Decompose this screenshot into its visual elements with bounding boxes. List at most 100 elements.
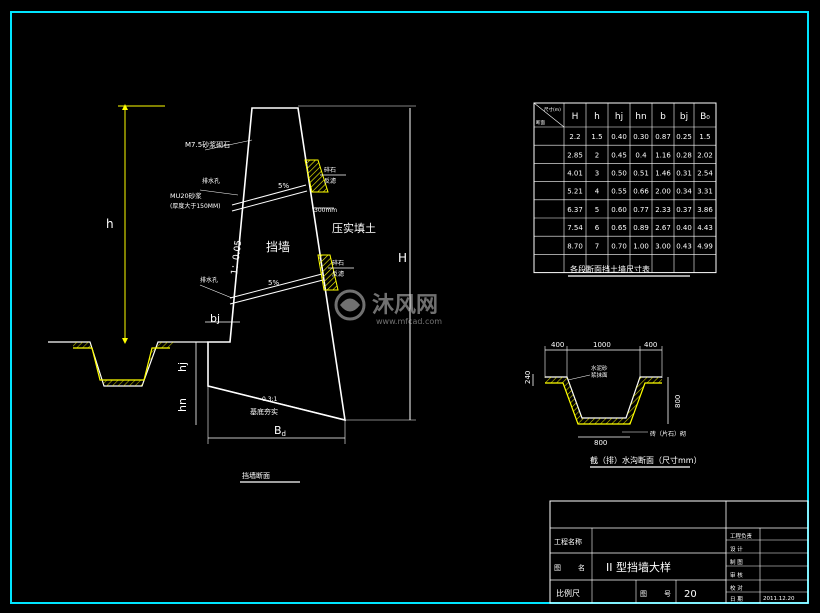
table-cell: 0.70	[611, 242, 627, 250]
mu20-label: MU20砂浆	[170, 191, 202, 200]
table-cell: 0.65	[611, 224, 627, 232]
dim-B-label: Bd	[274, 424, 286, 438]
ditch-dim-right: 400	[644, 341, 657, 349]
watermark-brand: 沐风网	[372, 293, 438, 318]
table-cell: 0.87	[655, 133, 671, 141]
slope-bottom-label: 5%	[268, 279, 279, 287]
tb-role-label: 工程负责	[730, 532, 753, 540]
table-cell: 0.60	[611, 206, 627, 214]
dim-hn-label: hn	[176, 398, 189, 412]
tb-project-label: 工程名称	[554, 537, 582, 546]
tb-role-label: 校 对	[730, 584, 743, 592]
table-header-6: B₀	[700, 112, 710, 122]
table-cell: 7.54	[567, 224, 583, 232]
ditch-dim-height-left: 240	[524, 371, 532, 384]
table-corner-bottom: 断面	[536, 119, 545, 126]
tb-role-label: 日 期	[730, 596, 743, 603]
watermark-logo-icon	[334, 289, 366, 321]
tb-drawing-label-a: 图	[554, 564, 561, 572]
filter2-label-a: 碎石	[332, 259, 344, 267]
mortar-label: M7.5砂浆砌石	[185, 140, 230, 149]
tb-number-label-a: 图	[640, 590, 647, 598]
drawing-frame	[10, 11, 809, 604]
table-cell: 0.34	[676, 188, 692, 196]
wall-name-label: 挡墙	[266, 240, 290, 254]
table-cell: 0.50	[611, 170, 627, 178]
ditch-dim-bottom: 800	[594, 439, 607, 447]
table-cell: 2.67	[655, 224, 671, 232]
table-header-5: bj	[680, 112, 688, 122]
table-cell: 3	[595, 170, 599, 178]
table-cell: 1.5	[591, 133, 602, 141]
drain-pipe-label-bottom: 排水孔	[200, 276, 218, 284]
table-cell: 0.25	[676, 133, 692, 141]
table-cell: 2.54	[697, 170, 713, 178]
table-cell: 1.16	[655, 151, 671, 159]
table-header-4: b	[660, 112, 666, 122]
slope-top-label: 5%	[278, 182, 289, 190]
dim-H-label: H	[398, 251, 407, 265]
table-header-0: H	[572, 112, 579, 122]
table-cell: 1.46	[655, 170, 671, 178]
ditch-dim-height-right: 800	[674, 395, 682, 408]
table-cell: 2.85	[567, 151, 583, 159]
table-cell: 3.86	[697, 206, 713, 214]
table-cell: 0.51	[633, 170, 649, 178]
filter1-label-b: 反滤	[324, 177, 336, 185]
table-cell: 0.89	[633, 224, 649, 232]
table-cell: 0.40	[611, 133, 627, 141]
tb-drawing-label-b: 名	[578, 563, 585, 572]
table-cell: 3.00	[655, 242, 671, 250]
table-cell: 3.31	[697, 188, 713, 196]
table-cell: 0.43	[676, 242, 692, 250]
table-corner-top: 尺寸(m)	[544, 106, 561, 113]
table-cell: 5.21	[567, 188, 583, 196]
tb-role-label: 制 图	[730, 558, 743, 566]
table-cell: 2	[595, 151, 599, 159]
tb-number-label-b: 号	[664, 590, 671, 598]
watermark-url: www.mfcad.com	[376, 317, 442, 326]
table-cell: 0.28	[676, 151, 692, 159]
table-cell: 6.37	[567, 206, 583, 214]
tb-role-label: 设 计	[730, 545, 743, 553]
ditch-note-2: 浆抹面	[591, 371, 608, 379]
ditch-dim-mid: 1000	[593, 341, 611, 349]
table-cell: 7	[595, 242, 599, 250]
tb-role-label: 审 核	[730, 571, 743, 579]
ditch-title: 截（排）水沟断面（尺寸mm）	[590, 455, 702, 465]
table-header-3: hn	[635, 112, 646, 122]
retaining-wall-section	[48, 104, 416, 483]
ditch-note-1: 水泥砂	[591, 364, 608, 372]
table-cell: 0.37	[676, 206, 692, 214]
table-cell: 5	[595, 206, 599, 214]
dim-h-label: h	[106, 217, 114, 231]
table-header-1: h	[594, 112, 600, 122]
filter2-label-b: 反滤	[332, 270, 344, 278]
mu20-note: (厚度大于150MM)	[170, 202, 221, 210]
table-cell: 0.4	[635, 151, 647, 159]
table-cell: 1.00	[633, 242, 649, 250]
table-title: 各段断面挡土墙尺寸表	[570, 264, 650, 274]
ditch-section	[532, 346, 690, 468]
table-cell: 1.5	[699, 133, 710, 141]
table-cell: 0.77	[633, 206, 649, 214]
base-slope-label: 0.3:1	[262, 396, 278, 403]
table-cell: 0.31	[676, 170, 692, 178]
table-cell: 0.45	[611, 151, 627, 159]
table-cell: 4.01	[567, 170, 583, 178]
ditch-material-label: 砖（片石）砌	[650, 430, 686, 438]
tb-date: 2011.12.20	[763, 596, 795, 602]
tb-number-value: 20	[684, 589, 697, 600]
dim-bj-label: bj	[210, 312, 220, 325]
foundation-label: 基底夯实	[250, 407, 278, 416]
table-cell: 4	[595, 188, 600, 196]
table-cell: 2.02	[697, 151, 713, 159]
filter-thickness-label: 300mm	[314, 207, 337, 214]
table-cell: 0.55	[611, 188, 627, 196]
table-cell: 4.99	[697, 242, 713, 250]
table-cell: 0.66	[633, 188, 649, 196]
tb-drawing-name: II 型挡墙大样	[606, 560, 671, 574]
